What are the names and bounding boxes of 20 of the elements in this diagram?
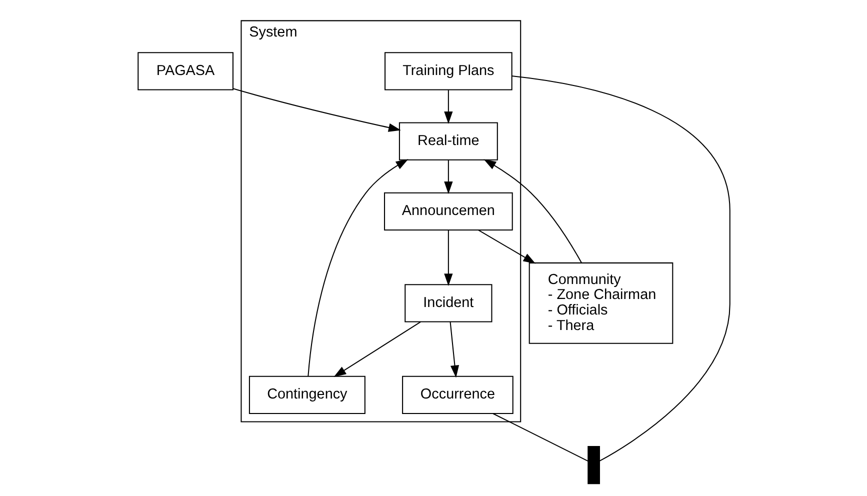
node-box: Training Plans	[384, 52, 512, 90]
arrow	[478, 230, 536, 264]
node-box: Announcemen	[384, 192, 512, 230]
arrow	[449, 322, 459, 378]
arrow	[444, 160, 452, 194]
node-box: Real-time	[398, 122, 498, 160]
arrow	[232, 88, 400, 132]
node-box: PAGASA	[137, 52, 233, 90]
node-bar	[587, 446, 600, 484]
arrow	[333, 321, 420, 378]
node-box: Occurrence	[402, 376, 513, 414]
node-box: Community - Zone Chairman - Officials - Thera	[528, 262, 673, 344]
connector	[492, 413, 588, 462]
arrow	[444, 90, 452, 124]
node-box: Incident	[404, 284, 492, 322]
node-box: Contingency	[248, 376, 365, 414]
arrow	[483, 159, 582, 264]
arrow	[444, 230, 452, 286]
arrow	[307, 159, 408, 376]
connector	[511, 76, 730, 462]
